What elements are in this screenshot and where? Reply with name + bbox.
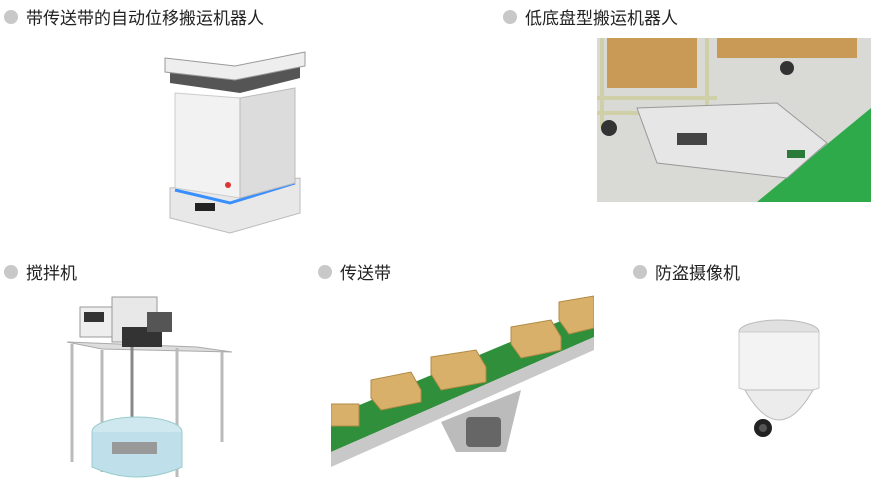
bullet-icon (503, 9, 517, 24)
item-label-mixer: 搅拌机 (4, 259, 77, 284)
item-label-conveyor-belt: 传送带 (318, 259, 391, 284)
item-title: 低底盘型搬运机器人 (525, 9, 678, 29)
item-title: 带传送带的自动位移搬运机器人 (26, 9, 264, 29)
item-title: 传送带 (340, 264, 391, 284)
item-label-conveyor-amr: 带传送带的自动位移搬运机器人 (4, 4, 264, 29)
mixer-image (66, 296, 233, 478)
conveyor-belt-image (331, 295, 594, 467)
security-camera-image (738, 319, 820, 437)
bullet-icon (318, 264, 332, 279)
item-label-security-camera: 防盗摄像机 (633, 259, 740, 284)
item-title: 防盗摄像机 (655, 264, 740, 284)
item-label-low-floor-robot: 低底盘型搬运机器人 (503, 4, 678, 29)
bullet-icon (4, 264, 18, 279)
low-floor-robot-image (597, 38, 871, 202)
bullet-icon (633, 264, 647, 279)
conveyor-amr-robot-image (164, 51, 306, 234)
bullet-icon (4, 9, 18, 24)
item-title: 搅拌机 (26, 264, 77, 284)
